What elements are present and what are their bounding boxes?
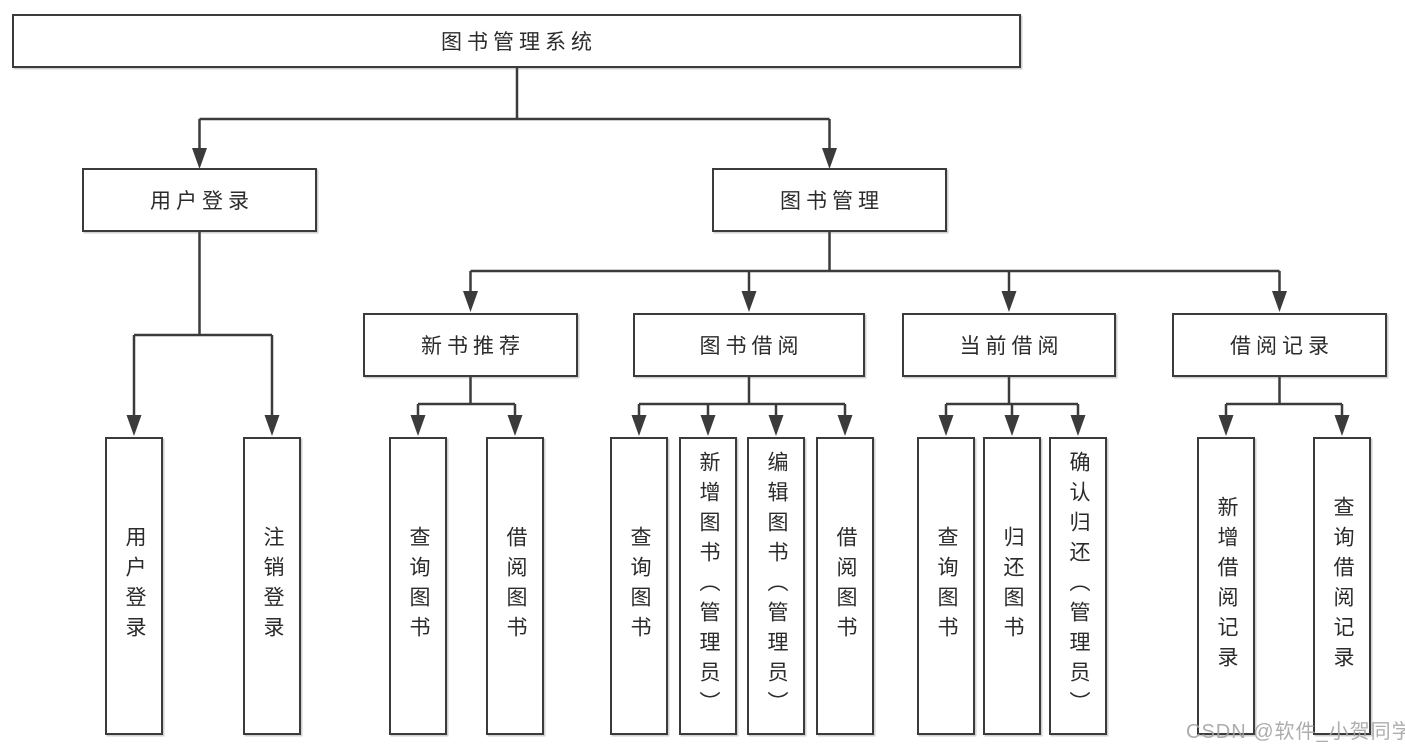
node-book-borrowing: 图书借阅 [633,313,865,377]
leaf-query-borrow-record: 查询借阅记录 [1313,437,1371,735]
leaf-query-books-current: 查询图书 [917,437,975,735]
node-library-system: 图书管理系统 [12,14,1021,68]
connector-borrowing-records-to-leaves [1218,377,1350,436]
connector-current-borrowing-to-leaves [938,377,1086,436]
leaf-logout-login: 注销登录 [243,437,301,735]
leaf-edit-books-admin: 编辑图书（管理员） [747,437,805,735]
leaf-add-borrow-record: 新增借阅记录 [1197,437,1255,735]
node-user-login: 用户登录 [82,168,317,232]
connector-book-management-to-level3 [463,232,1287,312]
leaf-query-books-borrowing: 查询图书 [610,437,668,735]
connector-new-book-recommend-to-leaves [410,377,523,436]
arrow-down-icon [192,148,837,169]
connector-root-to-level2 [192,68,837,169]
connector-book-borrowing-to-leaves [631,377,853,436]
node-new-book-recommend: 新书推荐 [363,313,578,377]
arrow-down-icon [938,415,1086,436]
arrow-down-icon [126,415,280,436]
leaf-user-login: 用户登录 [105,437,163,735]
arrow-down-icon [1218,415,1350,436]
node-current-borrowing: 当前借阅 [902,313,1116,377]
arrow-down-icon [631,415,853,436]
leaf-return-books: 归还图书 [983,437,1041,735]
leaf-borrow-books-borrowing: 借阅图书 [816,437,874,735]
node-book-management: 图书管理 [712,168,947,232]
arrow-down-icon [463,291,1287,312]
watermark: CSDN @软件_小贺同学 [1186,721,1405,743]
leaf-add-books-admin: 新增图书（管理员） [679,437,737,735]
leaf-query-books-recommend: 查询图书 [389,437,447,735]
leaf-confirm-return-admin: 确认归还（管理员） [1049,437,1107,735]
connector-user-login-to-leaves [126,232,280,436]
leaf-borrow-books-recommend: 借阅图书 [486,437,544,735]
arrow-down-icon [410,415,523,436]
node-borrowing-records: 借阅记录 [1172,313,1387,377]
